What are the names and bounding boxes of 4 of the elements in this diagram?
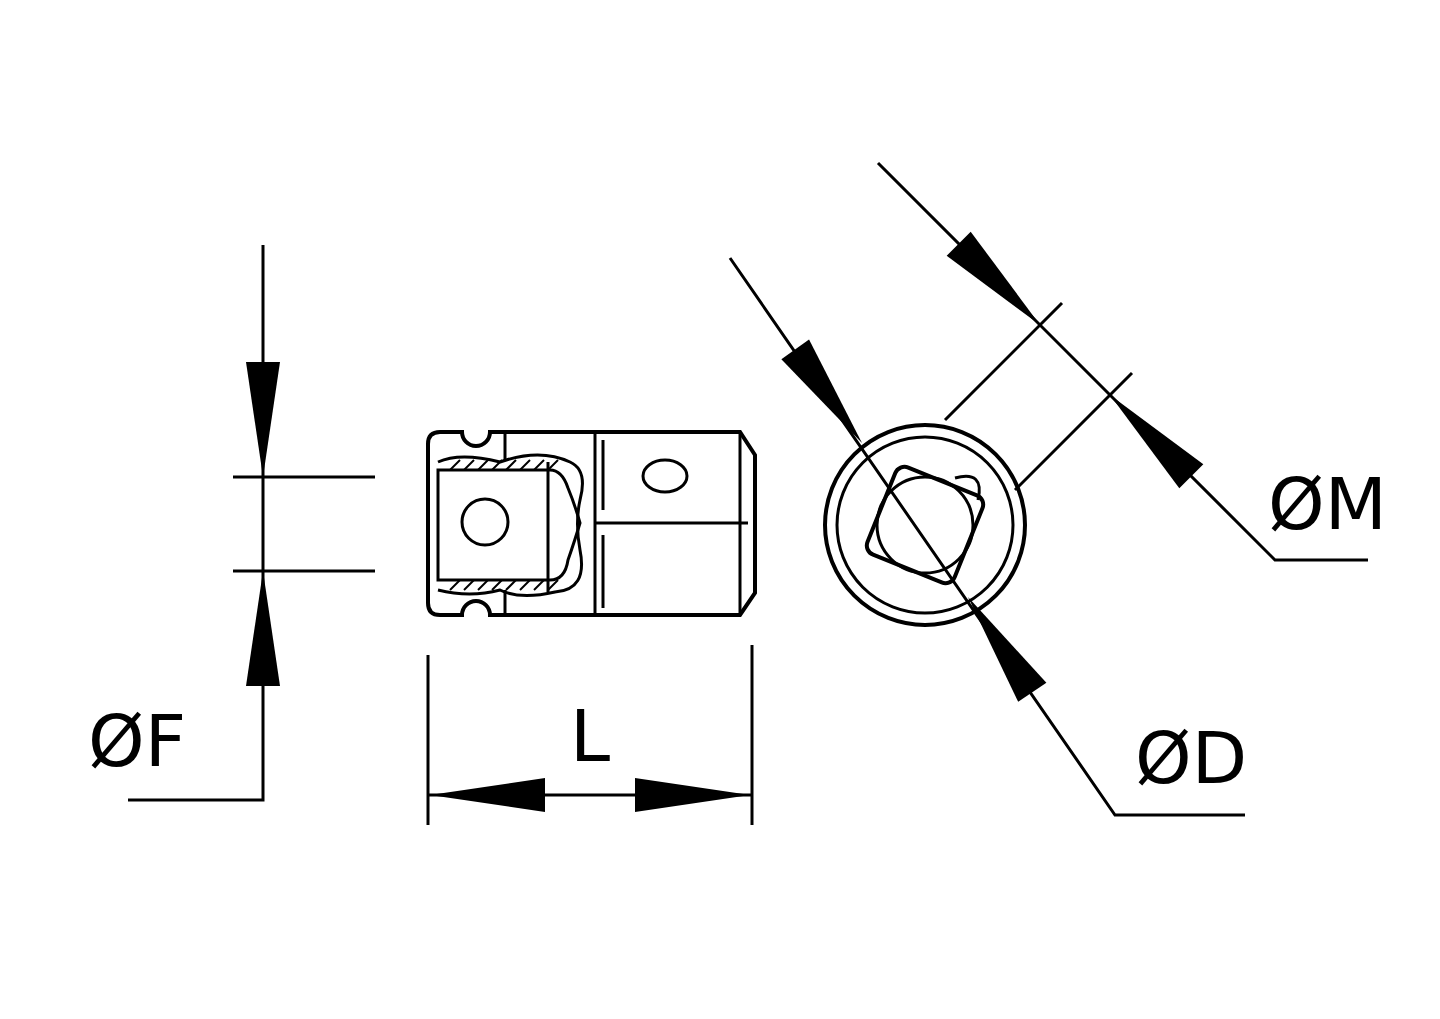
- dimension-label: ØF: [88, 705, 187, 777]
- dimension-label: ØD: [1135, 722, 1248, 794]
- dimension-label: ØM: [1268, 468, 1387, 540]
- dimension-label: L: [570, 700, 611, 772]
